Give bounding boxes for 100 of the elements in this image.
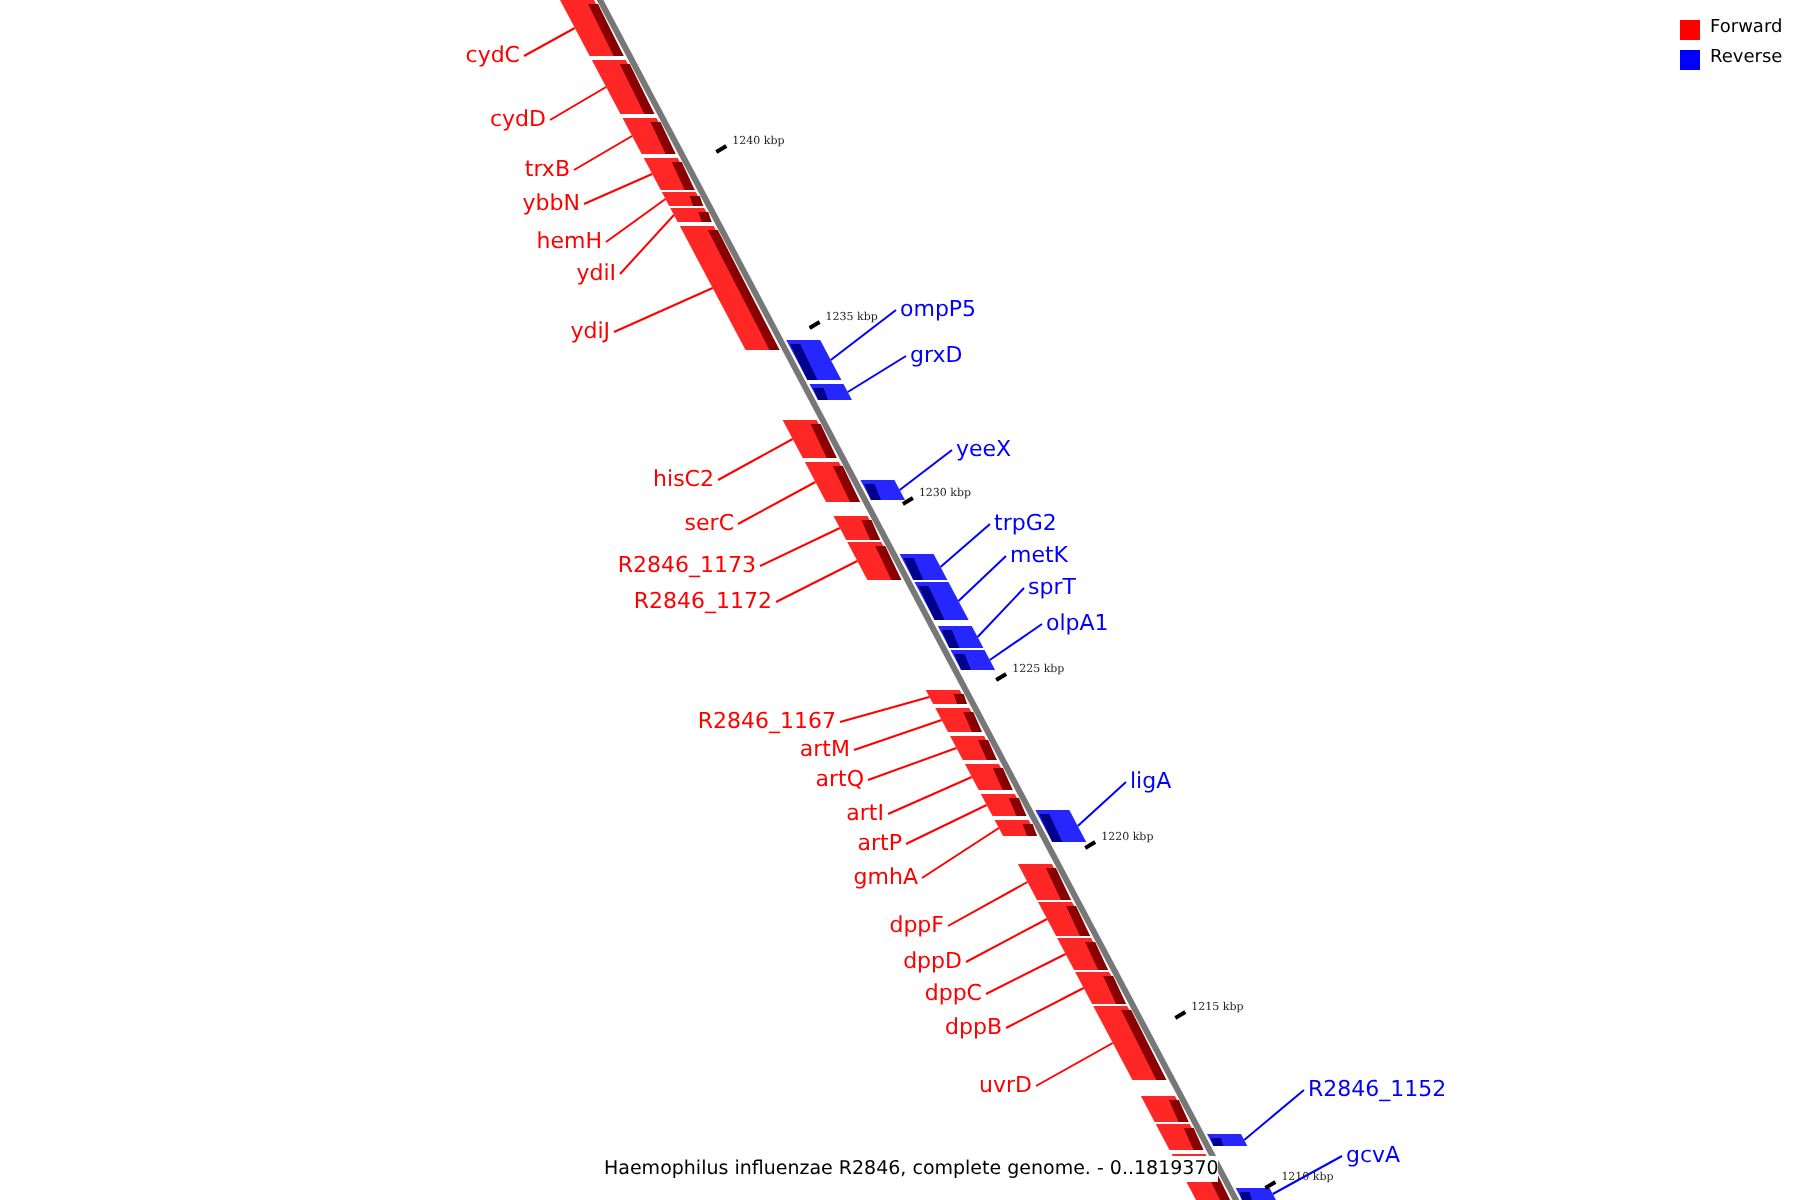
leader-line bbox=[939, 523, 991, 568]
gene-block bbox=[622, 118, 676, 154]
gene-block bbox=[994, 820, 1038, 836]
gene-block bbox=[847, 542, 902, 580]
leader-line bbox=[737, 481, 817, 525]
gene-label: artP bbox=[857, 830, 902, 856]
leader-line bbox=[921, 827, 1000, 879]
gene-label: artM bbox=[799, 736, 850, 762]
gene-label: yeeX bbox=[956, 436, 1012, 462]
gene-label: uvrD bbox=[979, 1072, 1032, 1098]
gene-block bbox=[935, 708, 982, 732]
gene-block bbox=[937, 626, 984, 648]
gene-label: cydC bbox=[465, 42, 520, 68]
gene-label: ompP5 bbox=[900, 296, 977, 322]
gene-block bbox=[670, 208, 712, 222]
gene-block bbox=[560, 0, 624, 56]
leader-line bbox=[583, 173, 654, 205]
gene-block bbox=[964, 764, 1013, 790]
gene-label: R2846_1173 bbox=[617, 552, 756, 578]
gene-label: gmhA bbox=[853, 864, 918, 890]
leader-line bbox=[846, 355, 907, 393]
leader-line bbox=[829, 309, 897, 361]
gene-label: hemH bbox=[536, 228, 602, 254]
leader-line bbox=[839, 696, 931, 723]
gene-block bbox=[980, 794, 1027, 816]
gene-label: gcvA bbox=[1346, 1142, 1401, 1168]
leader-line bbox=[613, 287, 714, 333]
legend-label: Forward bbox=[1710, 16, 1783, 42]
gene-label: cydD bbox=[489, 106, 546, 132]
leader-line bbox=[867, 747, 958, 781]
leader-line bbox=[605, 198, 667, 243]
gene-block bbox=[1140, 1096, 1189, 1122]
gene-label: sprT bbox=[1028, 574, 1076, 600]
gene-block bbox=[661, 192, 704, 206]
gene-block bbox=[804, 462, 861, 502]
leader-line bbox=[523, 27, 576, 57]
gene-block bbox=[950, 650, 996, 670]
gene-block bbox=[1093, 1006, 1167, 1080]
leader-line bbox=[1076, 781, 1127, 827]
gene-block bbox=[950, 736, 997, 760]
leader-line bbox=[1271, 1155, 1343, 1195]
leader-line bbox=[985, 953, 1067, 995]
gene-label: trxB bbox=[524, 156, 570, 182]
gene-label: ligA bbox=[1130, 768, 1172, 794]
gene-label: metK bbox=[1010, 542, 1069, 568]
leader-line bbox=[976, 587, 1025, 638]
gene-block bbox=[679, 226, 780, 350]
gene-block bbox=[1035, 810, 1087, 842]
leader-line bbox=[957, 555, 1007, 602]
leader-line bbox=[549, 86, 608, 121]
leader-line bbox=[1243, 1089, 1305, 1141]
gene-label: artQ bbox=[815, 766, 864, 792]
gene-block bbox=[782, 420, 837, 458]
leader-line bbox=[887, 776, 973, 815]
gene-label: dppF bbox=[889, 912, 944, 938]
gene-label: R2846_1167 bbox=[697, 708, 836, 734]
leader-line bbox=[759, 527, 841, 567]
gene-label: ydiI bbox=[576, 260, 616, 286]
gene-block bbox=[809, 384, 852, 400]
gene-label: trpG2 bbox=[994, 510, 1057, 536]
gene-block bbox=[1038, 902, 1091, 936]
gene-block bbox=[860, 480, 905, 500]
leader-line bbox=[853, 719, 943, 751]
legend-label: Reverse bbox=[1710, 46, 1783, 72]
gene-block bbox=[1235, 1188, 1276, 1200]
gene-block bbox=[833, 516, 881, 540]
leader-line bbox=[965, 918, 1049, 963]
leader-line bbox=[947, 881, 1029, 927]
leader-line bbox=[717, 438, 794, 481]
leader-line bbox=[619, 214, 675, 275]
gene-block bbox=[1057, 938, 1109, 970]
leader-line bbox=[988, 623, 1043, 661]
leader-line bbox=[905, 804, 988, 845]
gene-block bbox=[899, 554, 948, 580]
gene-block bbox=[786, 340, 842, 380]
gene-block bbox=[1207, 1134, 1248, 1146]
gene-block bbox=[914, 582, 969, 620]
leader-line bbox=[775, 560, 859, 603]
leader-line bbox=[573, 135, 634, 171]
gene-block bbox=[925, 690, 968, 704]
gene-label: artI bbox=[846, 800, 884, 826]
gene-label: R2846_1152 bbox=[1308, 1076, 1447, 1102]
gene-label: ydiJ bbox=[570, 318, 610, 344]
gene-block bbox=[1017, 864, 1071, 900]
gene-label: serC bbox=[684, 510, 734, 536]
gene-label: grxD bbox=[910, 342, 963, 368]
gene-block bbox=[1155, 1124, 1204, 1150]
leader-line bbox=[1005, 987, 1085, 1029]
gene-label: dppD bbox=[903, 948, 962, 974]
gene-block bbox=[1075, 972, 1127, 1004]
leader-line bbox=[1035, 1042, 1114, 1087]
gene-label: dppB bbox=[945, 1014, 1002, 1040]
leader-line bbox=[898, 449, 953, 491]
gene-label: hisC2 bbox=[653, 466, 714, 492]
gene-label: olpA1 bbox=[1046, 610, 1109, 636]
gene-label: R2846_1172 bbox=[633, 588, 772, 614]
gene-block bbox=[591, 60, 655, 114]
caption: Haemophilus influenzae R2846, complete genome. - 0..1819370 bbox=[604, 1156, 1219, 1182]
gene-label: dppC bbox=[924, 980, 982, 1006]
gene-label: ybbN bbox=[522, 190, 580, 216]
